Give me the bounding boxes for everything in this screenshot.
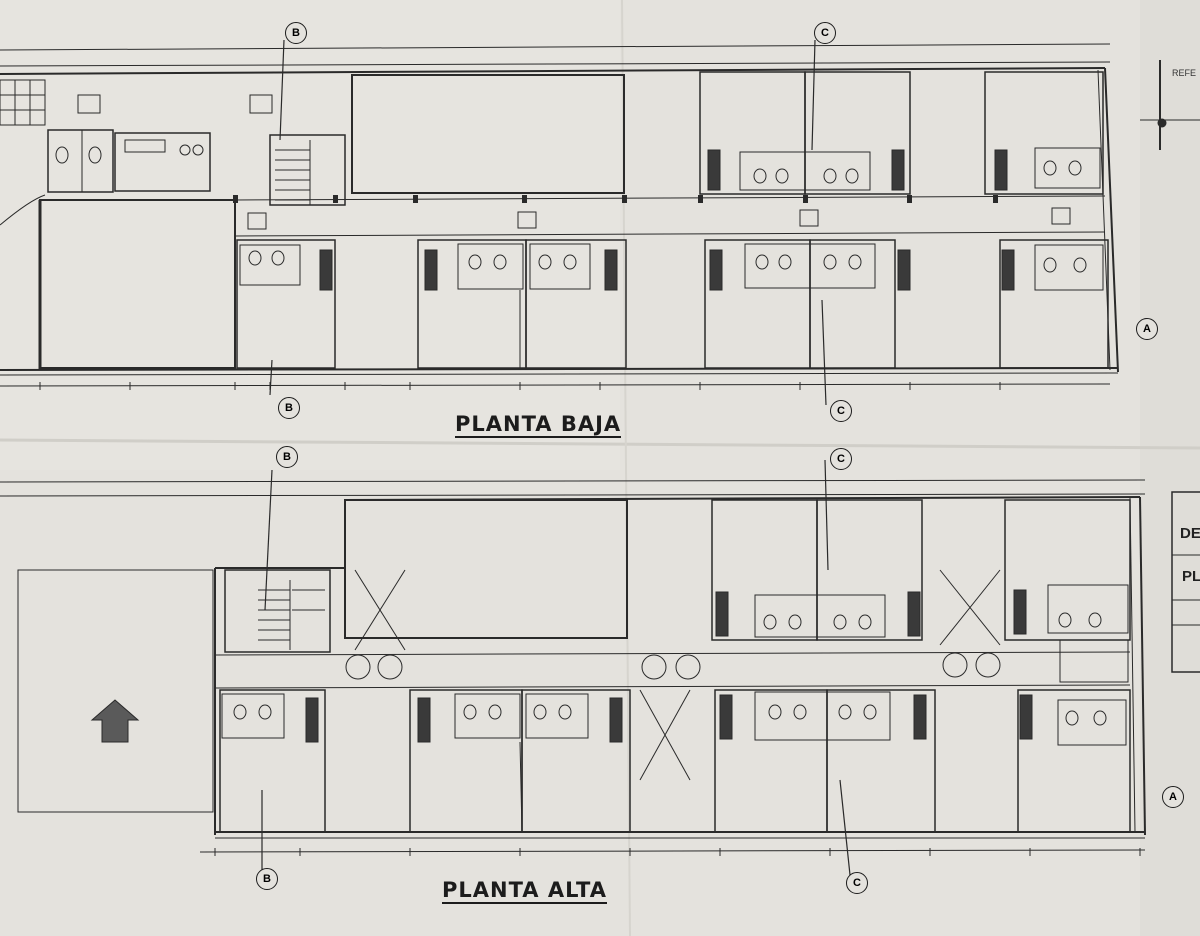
section-marker-c-label: C	[821, 27, 829, 39]
upper-floor-plan	[0, 479, 1146, 856]
section-cut-c-lines	[811, 39, 827, 406]
section-marker-b-label: B	[285, 402, 293, 414]
section-marker-c-upper-top: C	[830, 448, 852, 470]
ground-floor-plan	[0, 43, 1119, 390]
section-marker-c-upper-bottom: C	[846, 872, 868, 894]
section-marker-c-label: C	[837, 405, 845, 417]
section-marker-a-upper: A	[1162, 786, 1184, 808]
section-marker-c-label: C	[837, 453, 845, 465]
section-marker-c-label: C	[853, 877, 861, 889]
section-marker-b-top: B	[285, 22, 307, 44]
section-marker-a-label: A	[1143, 323, 1151, 335]
title-block-ref: REFE	[1172, 68, 1197, 78]
section-marker-b-upper-top: B	[276, 446, 298, 468]
section-marker-c-top: C	[814, 22, 836, 44]
section-marker-c-bottom: C	[830, 400, 852, 422]
section-marker-a-label: A	[1169, 791, 1177, 803]
section-marker-b-upper-bottom: B	[256, 868, 278, 890]
ground-floor-title: PLANTA BAJA	[455, 412, 622, 438]
upper-floor-title: PLANTA ALTA	[442, 878, 607, 904]
section-marker-b-label: B	[263, 873, 271, 885]
title-block-de: DE	[1180, 525, 1200, 542]
section-marker-b-label: B	[283, 451, 291, 463]
section-marker-a-ground: A	[1136, 318, 1158, 340]
title-block-pl: PL	[1182, 568, 1200, 585]
section-cut-b-lines	[269, 39, 285, 396]
section-marker-b-label: B	[292, 27, 300, 39]
section-marker-b-bottom: B	[278, 397, 300, 419]
title-block	[1140, 60, 1200, 673]
